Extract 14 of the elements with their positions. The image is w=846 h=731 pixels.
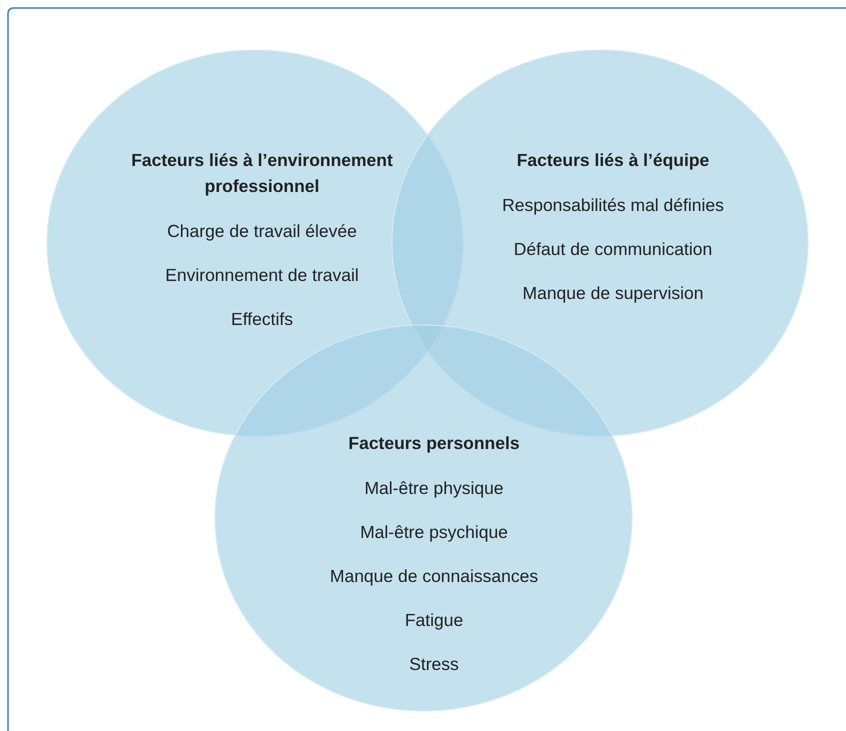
circle-heading: Facteurs liés à l’environnement professionnel <box>130 149 394 198</box>
factor-text: Mal-être psychique <box>360 521 508 544</box>
factor-text: Responsabilités mal définies <box>502 194 724 217</box>
factor-text: Défaut de communication <box>514 238 712 261</box>
factor-text: Mal-être physique <box>364 477 504 500</box>
factor-text: Effectifs <box>231 308 293 331</box>
factor-text: Fatigue <box>404 609 464 632</box>
factor-text: Environnement de travail <box>165 264 359 287</box>
factor-text: Charge de travail élevée <box>167 220 357 243</box>
circle-heading: Facteurs liés à l’équipe <box>516 149 710 172</box>
factor-text: Manque de connaissances <box>330 565 538 588</box>
factor-text: Stress <box>409 653 459 676</box>
circle-heading: Facteurs personnels <box>348 432 520 455</box>
factor-text: Manque de supervision <box>522 282 704 305</box>
